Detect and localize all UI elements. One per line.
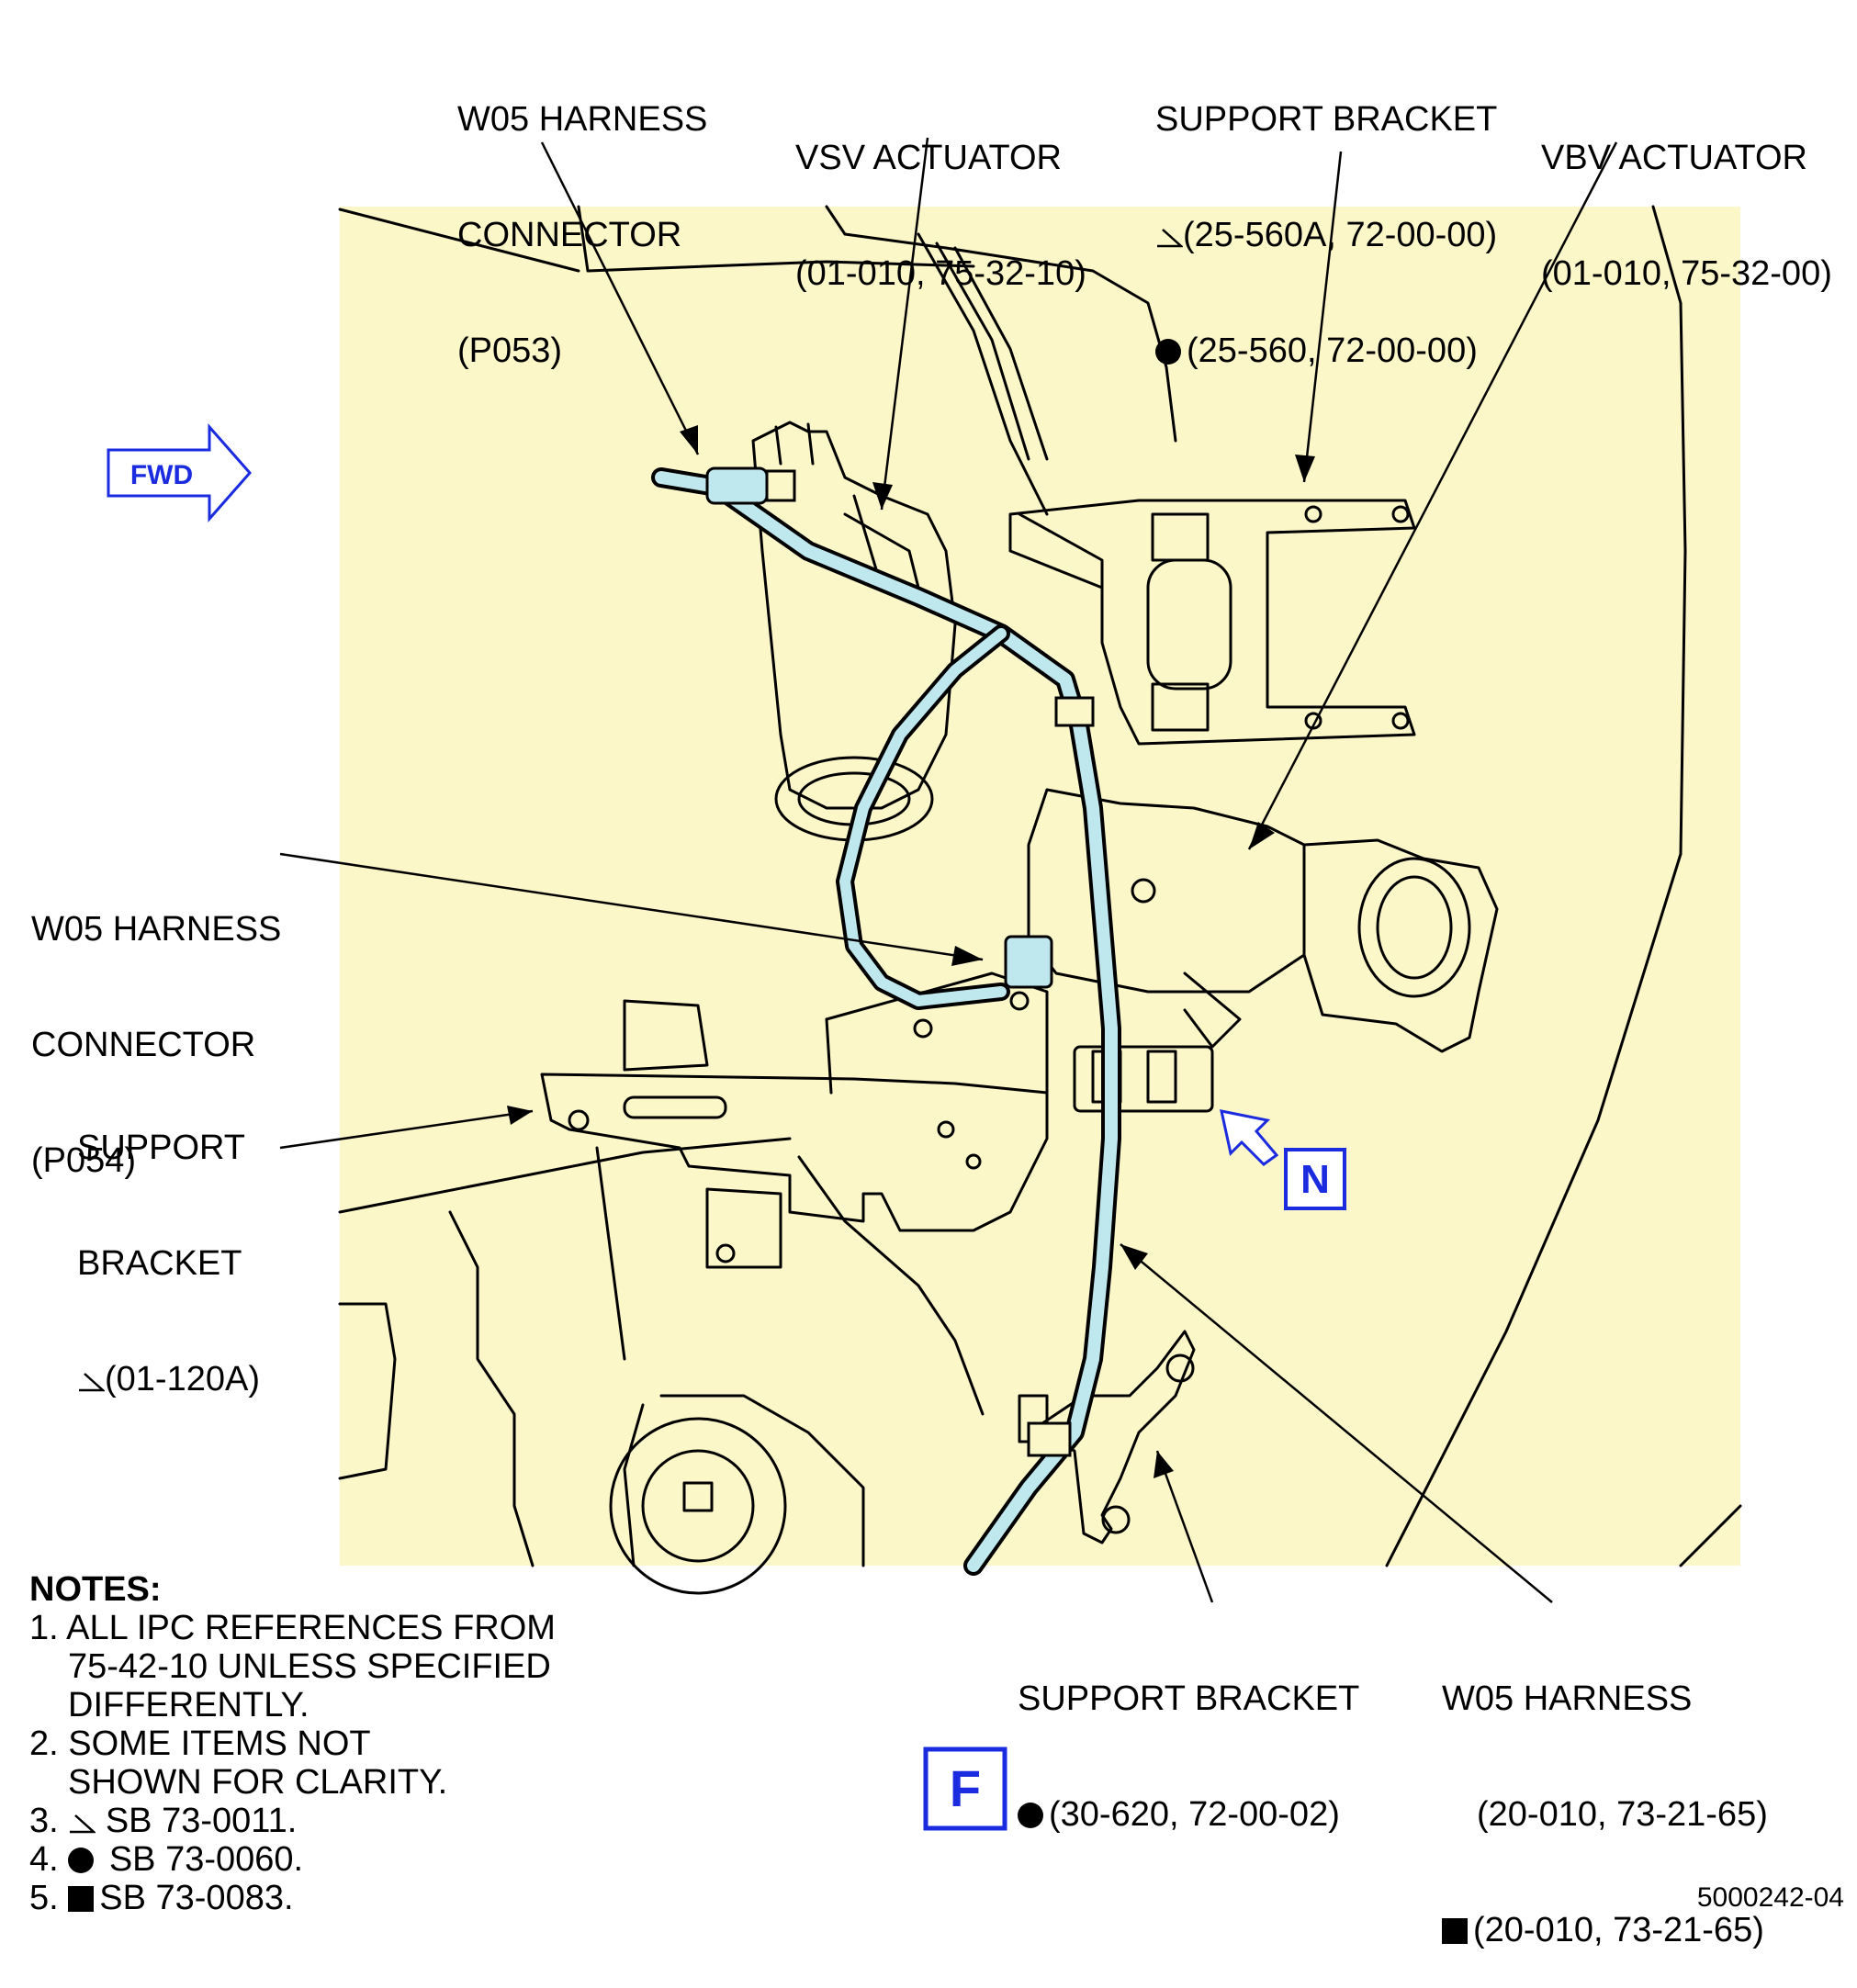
label-line: VBV ACTUATOR [1541, 139, 1807, 177]
fwd-arrow-icon [107, 423, 252, 522]
filled-circle-icon [1018, 1803, 1043, 1828]
label-p053-connector: W05 HARNESS CONNECTOR (P053) [457, 23, 707, 409]
label-left-support-bracket: SUPPORT BRACKET (01-120A) [77, 1051, 260, 1437]
label-line: W05 HARNESS [1442, 1679, 1693, 1718]
label-line: CONNECTOR [457, 216, 682, 254]
note-number: 4. [29, 1840, 59, 1879]
notes-title: NOTES: [29, 1570, 162, 1609]
note-4: 4. SB 73-0060. [29, 1840, 556, 1879]
triangle-mark-icon [79, 1373, 105, 1392]
p053-connector-body [705, 466, 769, 505]
label-line: (01-120A) [105, 1360, 260, 1398]
filled-circle-icon [1155, 339, 1181, 365]
label-top-support-bracket: SUPPORT BRACKET (25-560A, 72-00-00) (25-… [1155, 23, 1497, 409]
filled-square-icon [68, 1886, 95, 1912]
note-line: 75-42-10 UNLESS SPECIFIED [68, 1647, 551, 1686]
engine-illustration: FWD N F [107, 137, 1742, 1831]
view-f-label: F [950, 1759, 981, 1817]
filled-circle-icon [68, 1848, 95, 1873]
note-line: 1. ALL IPC REFERENCES FROM [29, 1609, 556, 1647]
label-line: (30-620, 72-00-02) [1049, 1795, 1340, 1834]
top-support-bracket [1008, 499, 1416, 746]
label-line: W05 HARNESS [457, 100, 708, 139]
vbv-actuator-body [1027, 788, 1306, 994]
left-support-bracket [540, 1073, 1049, 1232]
note-5: 5. SB 73-0083. [29, 1879, 556, 1917]
illustration-panel [340, 207, 1740, 1566]
label-line: VSV ACTUATOR [795, 139, 1062, 177]
label-line: CONNECTOR [31, 1026, 256, 1064]
triangle-mark-icon [1157, 229, 1183, 248]
note-line: 2. SOME ITEMS NOT [29, 1724, 371, 1763]
label-vsv-actuator: VSV ACTUATOR (01-010, 75-32-10) [795, 62, 1086, 331]
fwd-arrow-label: FWD [130, 460, 193, 490]
label-line: (25-560, 72-00-00) [1187, 331, 1478, 370]
label-line: (01-010, 75-32-10) [795, 254, 1086, 293]
label-line: SUPPORT BRACKET [1155, 100, 1498, 139]
filled-square-icon [1442, 1918, 1468, 1944]
label-bottom-support-bracket: SUPPORT BRACKET (30-620, 72-00-02) [1018, 1602, 1359, 1872]
note-line: SHOWN FOR CLARITY. [68, 1763, 448, 1802]
label-line: (01-010, 75-32-00) [1541, 254, 1832, 293]
label-line: (20-010, 73-21-65) [1473, 1911, 1764, 1949]
notes-block: NOTES: 1. ALL IPC REFERENCES FROM 75-42-… [29, 1570, 556, 1917]
label-line: SUPPORT [77, 1129, 246, 1167]
view-n-label: N [1300, 1157, 1330, 1202]
label-line: SUPPORT BRACKET [1018, 1679, 1360, 1718]
figure-id: 5000242-04 [1696, 1882, 1844, 1913]
view-f-box [923, 1747, 1007, 1831]
label-line: (P054) [31, 1141, 137, 1180]
label-line: (20-010, 73-21-65) [1477, 1795, 1768, 1834]
note-number: 3. [29, 1802, 59, 1840]
note-3: 3. SB 73-0011. [29, 1802, 556, 1840]
label-line: (P053) [457, 331, 563, 370]
note-text: SB 73-0060. [108, 1840, 304, 1879]
view-n-box [1284, 1148, 1346, 1210]
label-line: (25-560A, 72-00-00) [1183, 216, 1498, 254]
label-p054-connector: W05 HARNESS CONNECTOR (P054) [31, 833, 281, 1219]
label-w05-harness: W05 HARNESS (20-010, 73-21-65) (20-010, … [1442, 1602, 1768, 1988]
note-line: DIFFERENTLY. [68, 1686, 310, 1724]
bottom-support-bracket [1027, 1330, 1196, 1544]
note-text: SB 73-0083. [99, 1879, 294, 1917]
triangle-mark-icon [70, 1814, 96, 1834]
label-line: W05 HARNESS [31, 910, 282, 949]
label-vbv-actuator: VBV ACTUATOR (01-010, 75-32-00) [1541, 62, 1832, 331]
view-n-arrow-icon [1220, 1109, 1279, 1166]
note-text: SB 73-0011. [105, 1802, 298, 1840]
vbv-flange [1302, 838, 1499, 1053]
label-line: BRACKET [77, 1244, 242, 1283]
p054-connector-body [1004, 935, 1053, 989]
note-number: 5. [29, 1879, 59, 1917]
